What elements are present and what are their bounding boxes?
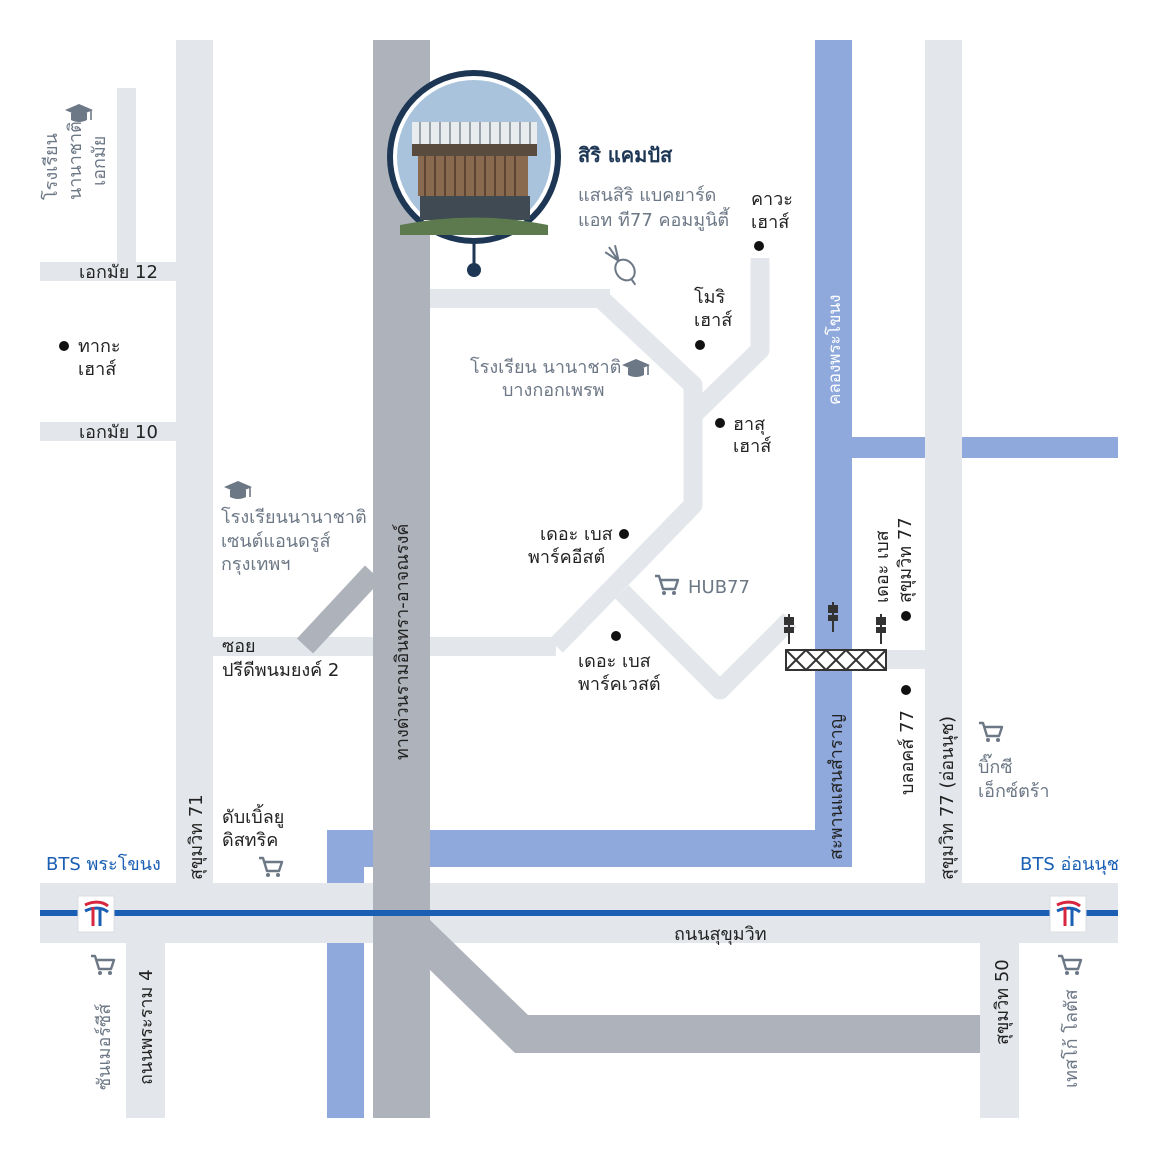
school-ekamai-1: โรงเรียน bbox=[40, 133, 62, 200]
road-campus-top bbox=[430, 289, 610, 308]
graduation-cap-icon bbox=[64, 103, 94, 123]
label-ekamai10: เอกมัย 10 bbox=[79, 422, 158, 443]
school-st-andrews-1: โรงเรียนนานาชาติ bbox=[221, 506, 367, 528]
bridge-icon bbox=[783, 601, 887, 672]
road-diagonal-network bbox=[549, 258, 797, 700]
shop-w-district[interactable]: ดับเบิ้ลยู ดิสทริค bbox=[222, 804, 284, 879]
shopping-cart-icon bbox=[89, 954, 116, 977]
label-block77: บลอคส์ 77 bbox=[897, 710, 918, 795]
label-sukhumvit71: สุขุมวิท 71 bbox=[186, 794, 207, 880]
road-ekamai10 bbox=[40, 422, 176, 441]
shop-w-district-1: ดับเบิ้ลยู bbox=[222, 804, 284, 828]
campus-subtitle-2: แอท ที77 คอมมูนิตี้ bbox=[578, 207, 730, 231]
place-base-west-2: พาร์คเวสต์ bbox=[578, 674, 661, 695]
label-expressway: ทางด่วนรามอินทรา-อาจณรงค์ bbox=[392, 524, 413, 760]
place-mori-2: เฮาส์ bbox=[694, 310, 732, 331]
bts-logo-icon bbox=[1048, 894, 1088, 934]
place-base-west-1: เดอะ เบส bbox=[578, 651, 651, 672]
label-sukhumvit-road: ถนนสุขุมวิท bbox=[674, 924, 767, 945]
bts-on-nut-station[interactable] bbox=[1048, 894, 1088, 934]
place-base-77-1: เดอะ เบส bbox=[872, 530, 893, 603]
school-bangkok-prep-1: โรงเรียน นานาชาติ bbox=[470, 356, 621, 378]
shop-big-c[interactable]: บิ๊กซี เอ็กซ์ตร้า bbox=[977, 721, 1050, 802]
campus-name: สิริ แคมปัส bbox=[578, 143, 673, 167]
bts-phra-khanong-label: BTS พระโขนง bbox=[46, 853, 161, 875]
place-base-park-west[interactable]: เดอะ เบส พาร์คเวสต์ bbox=[578, 631, 661, 695]
place-base-77-2: สุขุมวิท 77 bbox=[895, 517, 916, 603]
school-bangkok-prep-2: บางกอกเพรพ bbox=[502, 380, 604, 401]
shopping-cart-icon bbox=[977, 721, 1004, 744]
place-mori-1: โมริ bbox=[694, 286, 726, 308]
label-canal: คลองพระโขนง bbox=[824, 295, 845, 405]
road-sukhumvit77-onnut bbox=[925, 40, 962, 883]
road-sukhumvit71 bbox=[176, 40, 213, 883]
shopping-cart-icon bbox=[653, 574, 680, 597]
road-ekamai12 bbox=[40, 262, 176, 281]
place-mori[interactable]: โมริ เฮาส์ bbox=[694, 286, 732, 350]
place-block77-dot bbox=[901, 685, 911, 695]
school-st-andrews-3: กรุงเทพฯ bbox=[221, 554, 290, 575]
label-soi-1: ซอย bbox=[222, 636, 256, 657]
graduation-cap-icon bbox=[621, 358, 651, 378]
place-base-park-east[interactable]: เดอะ เบส พาร์คอีสต์ bbox=[528, 524, 629, 568]
bts-on-nut-label: BTS อ่อนนุช bbox=[1020, 854, 1119, 875]
label-sukhumvit50: สุขุมวิท 50 bbox=[992, 959, 1013, 1045]
shop-hub77[interactable]: HUB77 bbox=[653, 574, 750, 598]
place-base-sukhumvit77[interactable]: เดอะ เบส สุขุมวิท 77 bbox=[872, 517, 916, 621]
shop-century-label: ซันเมอร์ซีส์ bbox=[94, 1004, 115, 1090]
label-ekamai12: เอกมัย 12 bbox=[79, 262, 158, 283]
road-sukhumvit50 bbox=[980, 943, 1019, 1118]
shopping-cart-icon bbox=[257, 856, 284, 879]
roads bbox=[40, 40, 1118, 1118]
shop-tesco-lotus[interactable]: เทสโก้ โลตัส bbox=[1056, 954, 1083, 1088]
place-base-east-2: พาร์คอีสต์ bbox=[528, 547, 605, 568]
bts-line bbox=[40, 910, 1118, 916]
place-base-east-1: เดอะ เบส bbox=[540, 524, 613, 545]
label-bridge: สะพานแสนสำราญ bbox=[826, 714, 847, 860]
place-taka-2: เฮาส์ bbox=[78, 359, 116, 380]
bts-logo-icon bbox=[76, 894, 116, 934]
place-hasu[interactable]: ฮาสุ เฮาส์ bbox=[715, 414, 771, 457]
school-ekamai-3: เอกมัย bbox=[89, 136, 110, 186]
vegetable-icon bbox=[604, 245, 637, 286]
shop-w-district-2: ดิสทริค bbox=[222, 830, 278, 851]
place-taka[interactable]: ทากะ เฮาส์ bbox=[59, 336, 121, 380]
shop-hub77-label: HUB77 bbox=[688, 577, 750, 598]
shopping-cart-icon bbox=[1056, 954, 1083, 977]
shop-big-c-1: บิ๊กซี bbox=[978, 753, 1013, 778]
road-rama4 bbox=[126, 943, 165, 1118]
graduation-cap-icon bbox=[223, 480, 253, 500]
label-rama4: ถนนพระราม 4 bbox=[136, 969, 157, 1085]
shop-big-c-2: เอ็กซ์ตร้า bbox=[978, 779, 1050, 802]
place-hasu-2: เฮาส์ bbox=[733, 436, 771, 457]
place-hasu-1: ฮาสุ bbox=[733, 414, 765, 435]
campus-building-image bbox=[395, 78, 553, 236]
place-kawa[interactable]: คาวะ เฮาส์ bbox=[751, 189, 793, 251]
place-kawa-2: เฮาส์ bbox=[751, 212, 789, 233]
school-ekamai-2: นานาชาติ bbox=[65, 121, 86, 200]
road-ekamai-left bbox=[117, 88, 136, 263]
place-kawa-1: คาวะ bbox=[751, 189, 793, 210]
place-taka-1: ทากะ bbox=[78, 336, 121, 357]
school-st-andrews-2: เซนต์แอนดรูส์ bbox=[221, 531, 330, 552]
campus-subtitle-1: แสนสิริ แบคยาร์ด bbox=[578, 185, 716, 206]
canal bbox=[327, 40, 1118, 1118]
shop-tesco-label: เทสโก้ โลตัส bbox=[1060, 989, 1082, 1088]
campus-marker[interactable] bbox=[387, 70, 561, 277]
bts-phra-khanong-station[interactable] bbox=[76, 894, 116, 934]
shop-century[interactable]: ซันเมอร์ซีส์ bbox=[89, 954, 116, 1090]
label-soi-2: ปรีดีพนมยงค์ 2 bbox=[222, 660, 339, 681]
label-sukhumvit77-onnut: สุขุมวิท 77 (อ่อนนุช) bbox=[937, 716, 958, 880]
